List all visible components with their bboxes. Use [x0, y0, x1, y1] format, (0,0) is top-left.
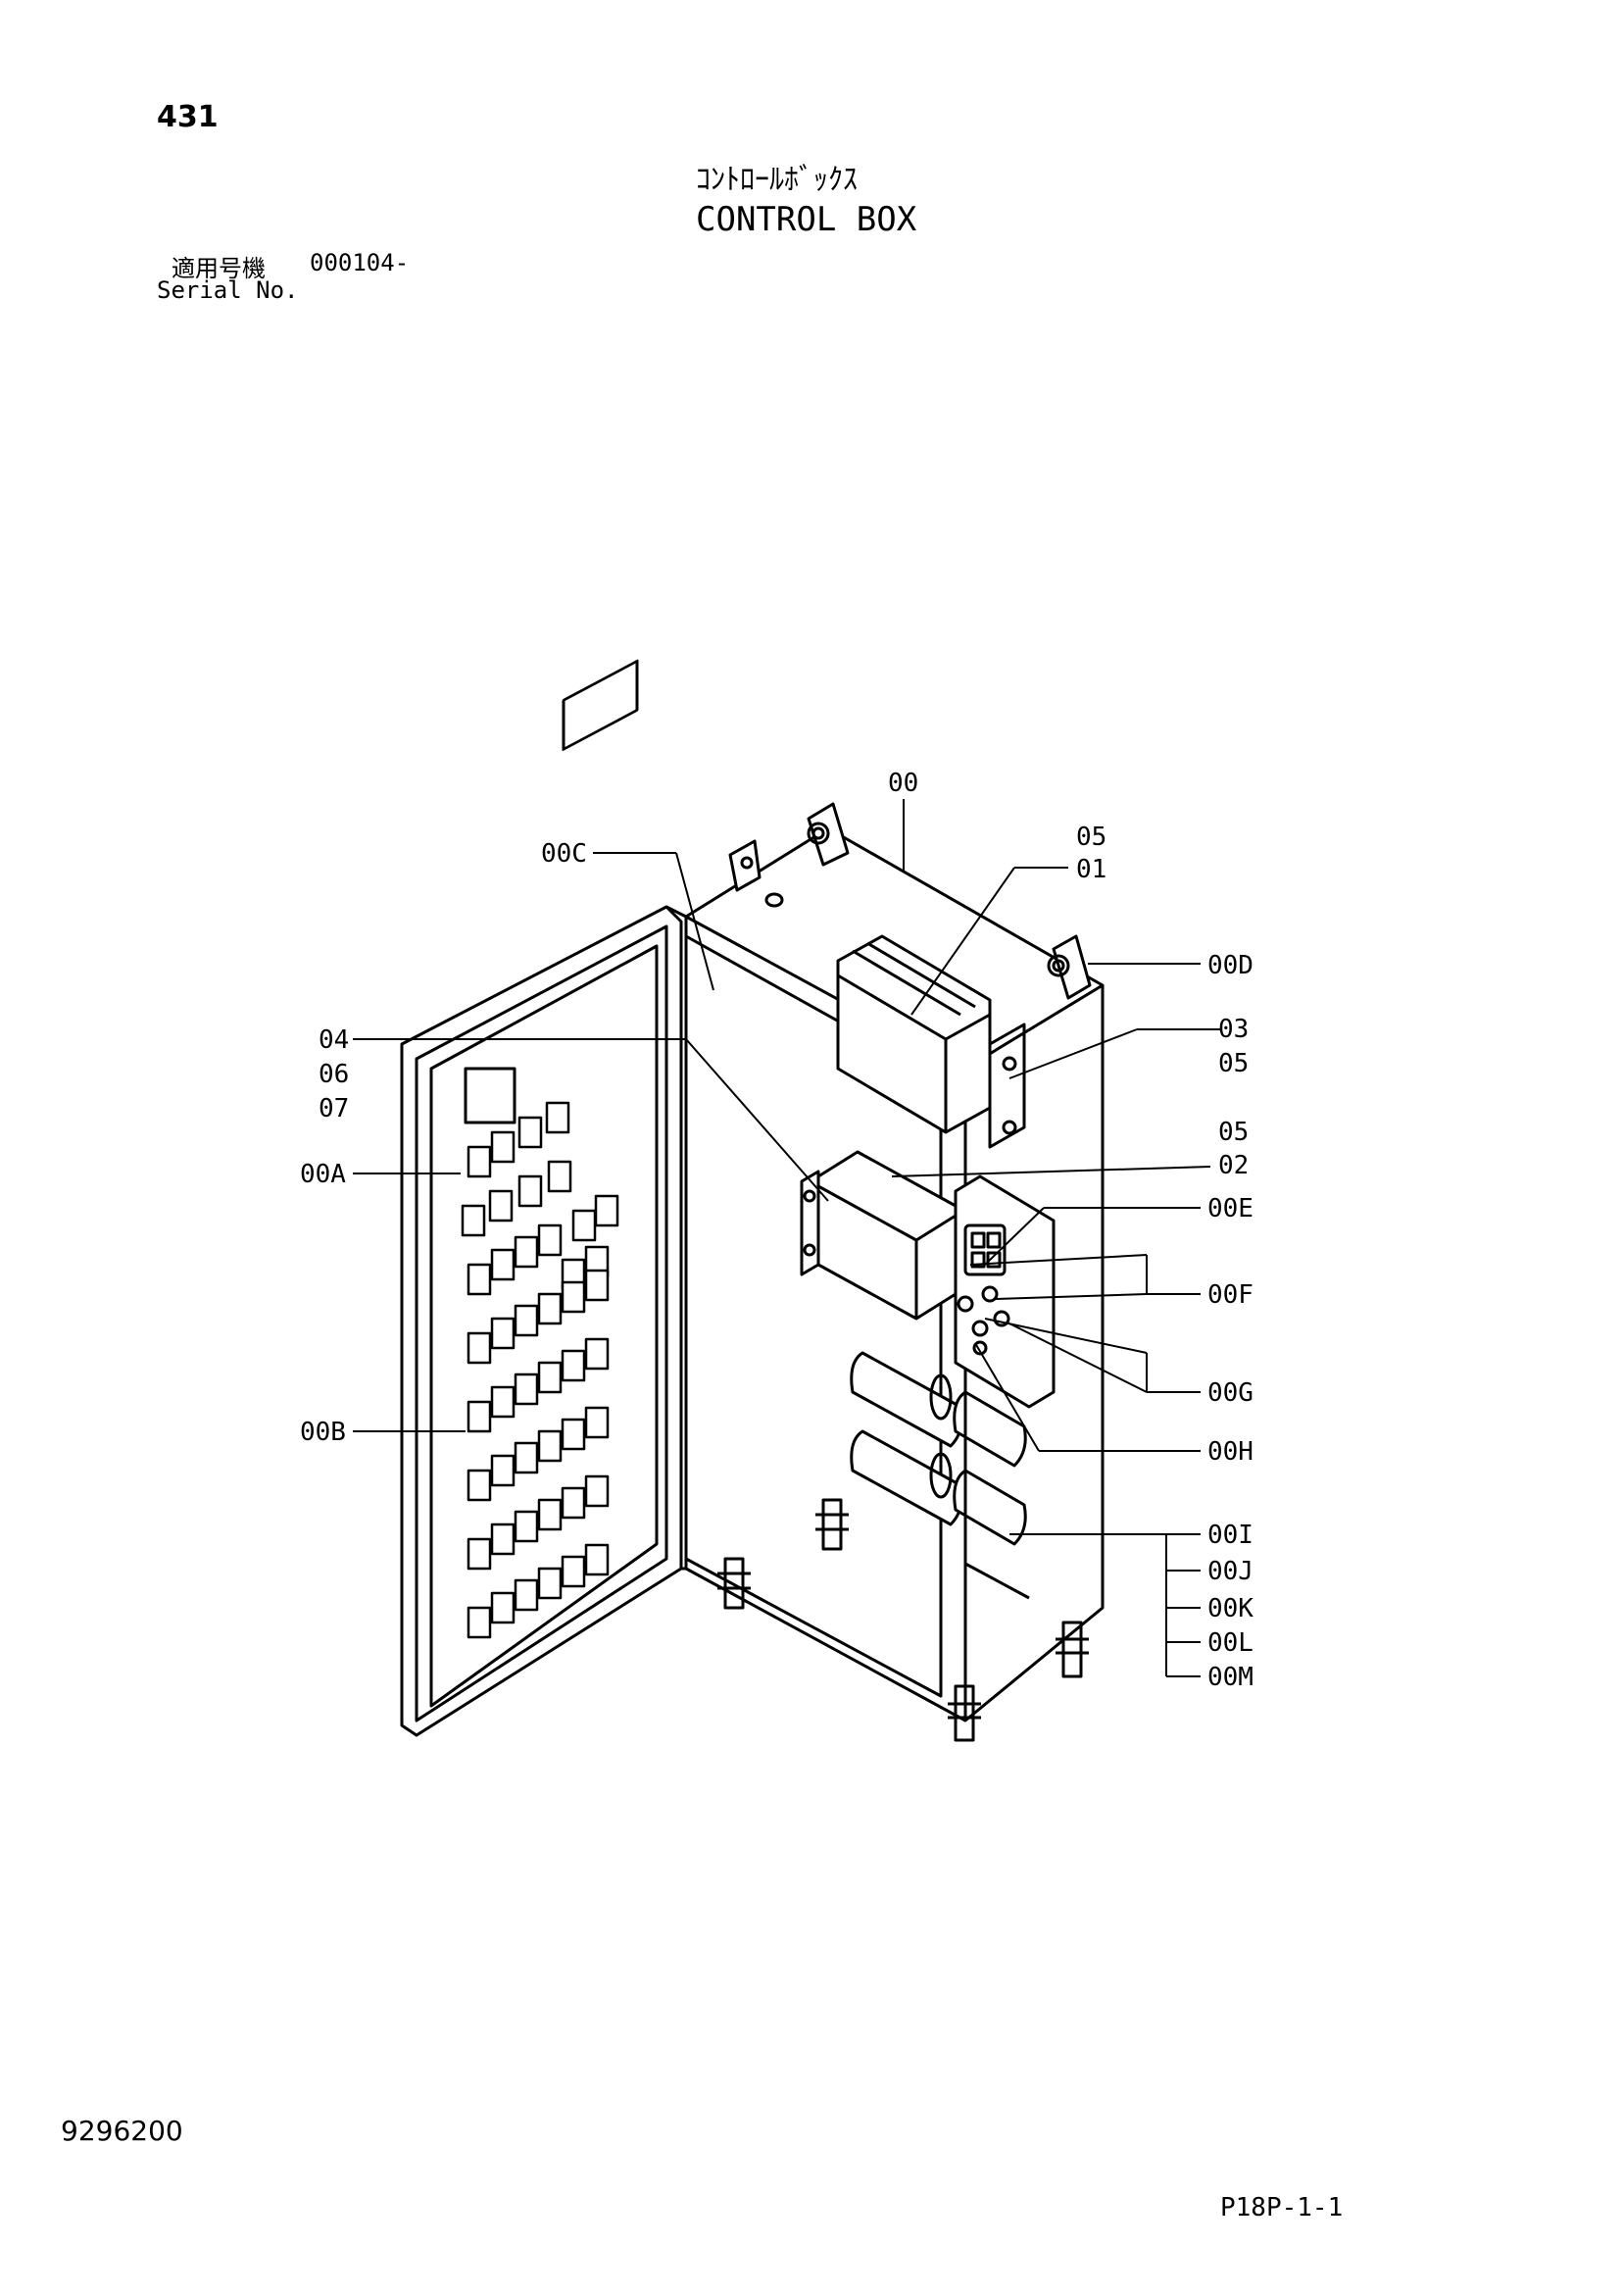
callout-05-top: 05: [1076, 823, 1106, 852]
connector-panel: [954, 1174, 1056, 1409]
callout-00M: 00M: [1207, 1663, 1253, 1692]
callout-00G: 00G: [1207, 1378, 1253, 1408]
callout-00K: 00K: [1207, 1594, 1253, 1623]
callout-00C: 00C: [541, 839, 587, 869]
serial-value: 000104-: [310, 249, 410, 276]
controller-unit: [836, 934, 1026, 1149]
callout-00H: 00H: [1207, 1437, 1253, 1467]
callout-00D: 00D: [1207, 951, 1253, 980]
callout-00I: 00I: [1207, 1521, 1253, 1550]
callout-00J: 00J: [1207, 1557, 1253, 1586]
fuse-holders: [850, 1351, 1030, 1600]
callout-05-lower: 05: [1218, 1118, 1249, 1147]
drawing-number: 9296200: [61, 2115, 183, 2147]
callout-00: 00: [888, 769, 918, 798]
sheet-code: P18P-1-1: [1220, 2193, 1344, 2222]
serial-label-english: Serial No.: [157, 276, 299, 304]
callout-04: 04: [319, 1025, 349, 1055]
callout-00F: 00F: [1207, 1280, 1253, 1310]
serial-label-japanese: 適用号機: [172, 255, 266, 282]
callout-00A: 00A: [300, 1160, 346, 1189]
leader-lines: [353, 799, 1220, 1677]
title-english: CONTROL BOX: [696, 200, 917, 239]
mounting-bracket: [728, 802, 1092, 1000]
callout-03: 03: [1218, 1015, 1249, 1044]
callout-00L: 00L: [1207, 1628, 1253, 1658]
callout-02: 02: [1218, 1151, 1249, 1180]
page-number: 431: [157, 100, 219, 134]
mounting-studs: [717, 1498, 1089, 1742]
callout-05-middle: 05: [1218, 1049, 1249, 1078]
door-relays: [461, 1101, 619, 1639]
callout-00B: 00B: [300, 1418, 346, 1447]
callout-06: 06: [319, 1060, 349, 1089]
relay-module: [800, 1150, 958, 1321]
callout-00E: 00E: [1207, 1194, 1253, 1223]
callout-07: 07: [319, 1094, 349, 1123]
callout-01: 01: [1076, 855, 1106, 884]
title-japanese: ｺﾝﾄﾛｰﾙﾎﾞｯｸｽ: [696, 163, 858, 197]
